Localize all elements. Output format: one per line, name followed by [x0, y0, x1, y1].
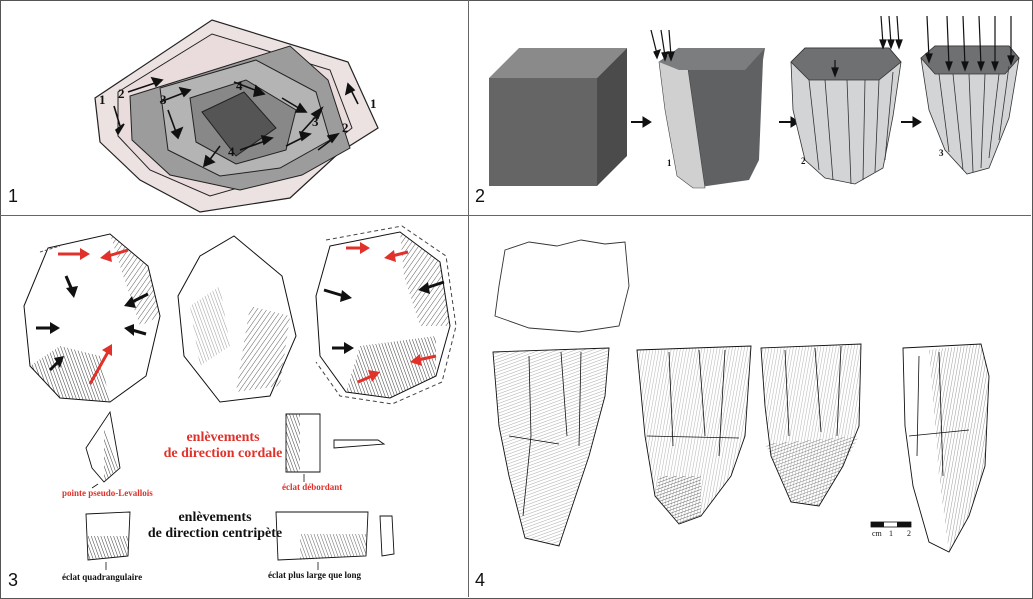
flake-section [334, 440, 384, 448]
order-label: 2 [118, 86, 125, 101]
panel-number: 3 [8, 570, 18, 591]
scale-bar [871, 522, 911, 527]
cube-front [489, 78, 597, 186]
cordal-removals-heading: enlèvements de direction cordale [158, 430, 288, 462]
flake-section [380, 516, 394, 556]
panel-1-core-diagram: 1 2 3 4 4 3 2 1 1 [0, 0, 468, 215]
caption-eclat-plus-large: éclat plus large que long [268, 570, 361, 580]
centripetal-removals-heading: enlèvements de direction centripète [140, 510, 290, 542]
panel-number: 2 [475, 186, 485, 207]
caption-pointe-pseudo-levallois: pointe pseudo-Levallois [62, 488, 153, 498]
heading-line: enlèvements [140, 510, 290, 526]
hatched-surface [300, 534, 366, 560]
panel-3-discoid-core: enlèvements de direction cordale enlèvem… [0, 216, 468, 598]
core-stage-3-platform [921, 46, 1019, 74]
order-label: 1 [99, 92, 106, 107]
step-arrow [631, 117, 651, 127]
scale-unit: cm [872, 529, 883, 538]
hatched-surface [88, 536, 128, 560]
panel-number: 4 [475, 570, 485, 591]
core-stage-2-platform [791, 48, 901, 80]
step-label: 1 [667, 158, 672, 168]
order-label: 4 [228, 144, 235, 159]
heading-line: de direction cordale [158, 446, 288, 462]
step-label: 3 [939, 148, 944, 158]
caption-eclat-quadrangulaire: éclat quadrangulaire [62, 572, 142, 582]
step-arrow [901, 117, 921, 127]
hatched-surface [765, 436, 859, 506]
order-label: 2 [342, 120, 349, 135]
caption-eclat-debordant: éclat débordant [282, 482, 342, 492]
pseudo-levallois-point-drawing [86, 412, 120, 482]
blade-core-sequence-drawing: 1 2 [469, 0, 1031, 215]
heading-line: de direction centripète [140, 526, 290, 542]
hatched-surface [286, 414, 300, 472]
order-label: 3 [312, 114, 319, 129]
panel-2-blade-core-sequence: 1 2 [469, 0, 1031, 215]
hatched-surface [655, 476, 701, 524]
scale-tick: 1 [889, 529, 893, 538]
order-label: 4 [236, 78, 243, 93]
scale-tick: 2 [907, 529, 911, 538]
striking-platform-outline [495, 240, 629, 332]
panel-number: 1 [8, 186, 18, 207]
blade-core-views-drawing: cm 1 2 [469, 216, 1031, 598]
order-label: 3 [160, 92, 167, 107]
pressure-arrows [651, 30, 674, 60]
centripetal-core-drawing: 1 2 3 4 4 3 2 1 [0, 0, 468, 215]
order-label: 1 [370, 96, 377, 111]
heading-line: enlèvements [158, 430, 288, 446]
step-label: 2 [801, 156, 806, 166]
panel-4-blade-core-views: cm 1 2 4 [469, 216, 1031, 598]
